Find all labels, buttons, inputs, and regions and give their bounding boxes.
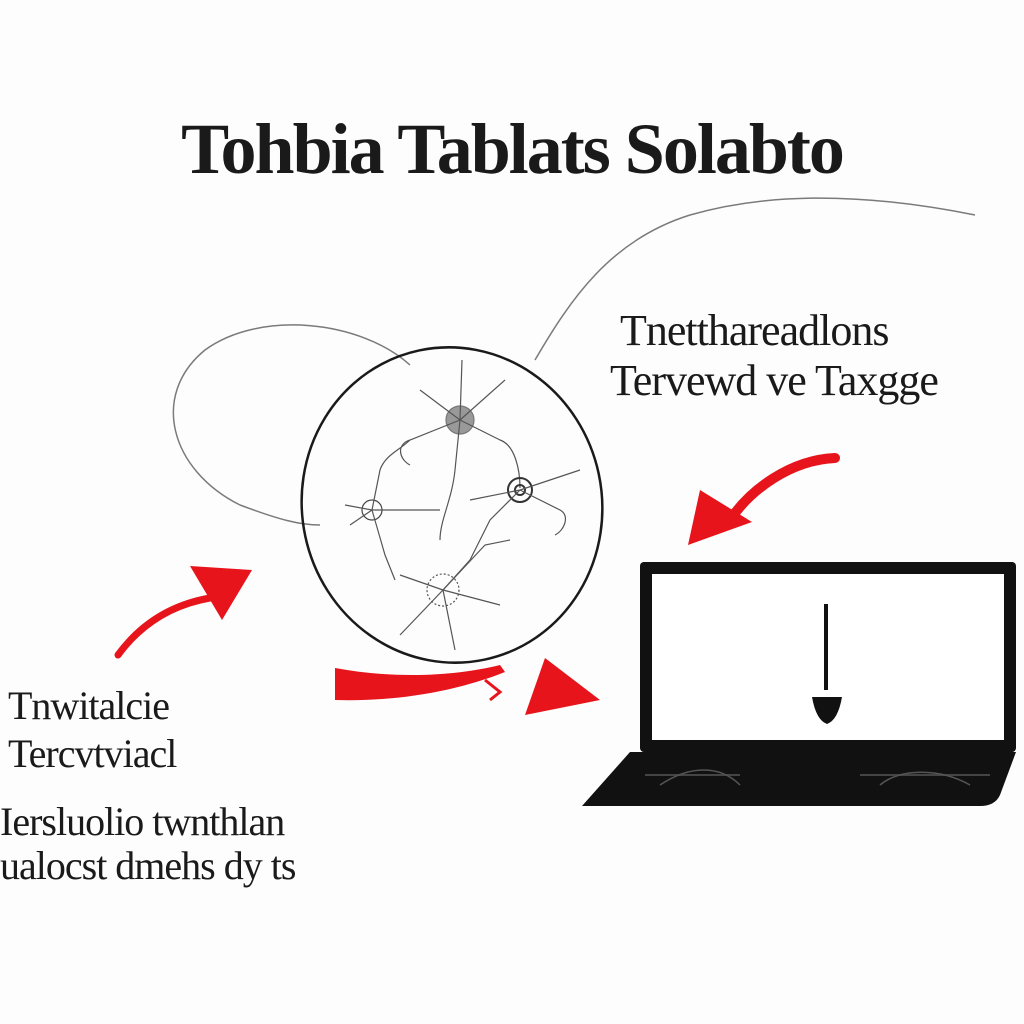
main-circle — [300, 346, 604, 664]
neural-web-icon — [344, 359, 581, 651]
laptop-icon — [582, 562, 1016, 806]
down-arrow-icon — [812, 604, 842, 724]
red-arrow-left — [114, 566, 252, 659]
connector-curve — [534, 197, 976, 361]
loop-curve — [172, 324, 411, 526]
laptop-base — [582, 752, 1016, 806]
red-arrow-top-right — [688, 453, 840, 545]
red-arrow-bottom — [335, 658, 600, 715]
